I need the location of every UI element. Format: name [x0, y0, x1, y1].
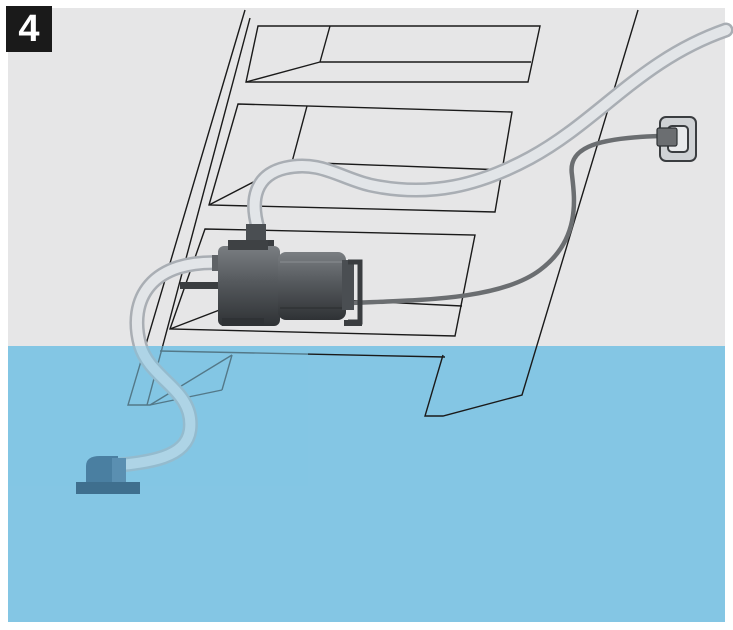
- water-overlay: [8, 346, 308, 486]
- discharge-hose-highlight: [249, 25, 731, 233]
- power-cord-icon: [349, 133, 663, 306]
- pump-icon: [180, 224, 363, 326]
- step-number-badge: 4: [6, 6, 52, 52]
- wall-outlet-icon: [656, 116, 697, 162]
- strainer-icon: [76, 456, 140, 494]
